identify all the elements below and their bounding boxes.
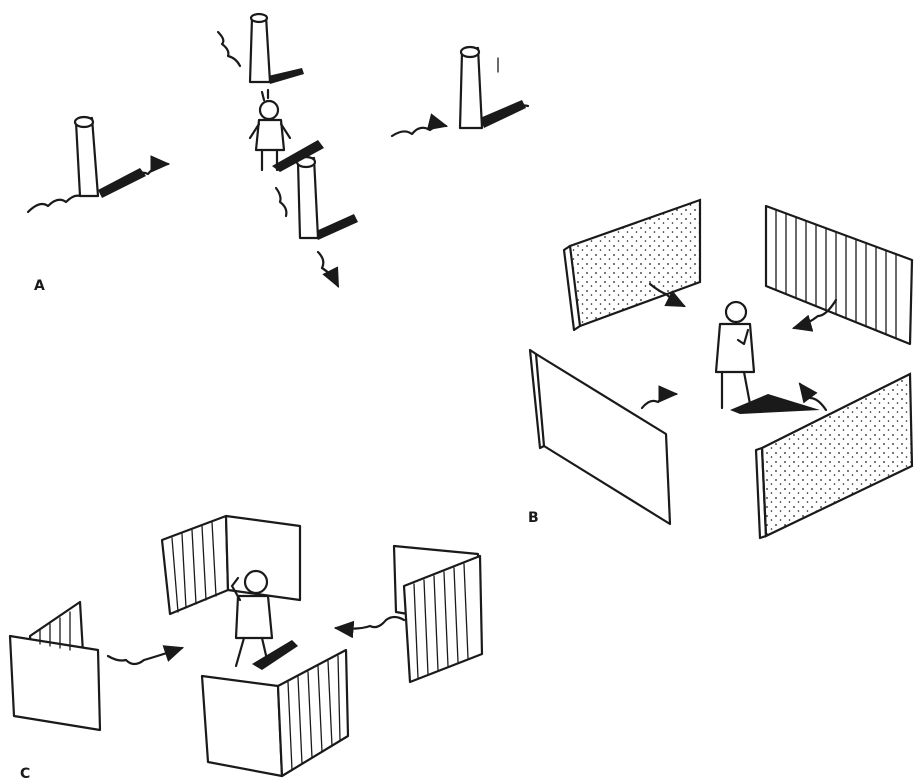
wall-stippled-northwest [564,200,700,330]
screen-corner-east [336,546,482,682]
column-west [28,117,168,212]
column-south [276,157,358,286]
column-east [392,47,528,136]
panel-label-a: A [34,278,45,294]
panel-a-drawing [28,14,528,286]
panel-label-c: C [20,766,30,782]
person-figure-b [716,302,820,414]
panel-b-drawing [530,200,912,538]
screen-corner-north [162,516,300,614]
column-north [218,14,304,84]
panel-label-b: B [528,510,539,526]
screen-corner-west [10,602,182,730]
screen-corner-south [202,650,348,776]
panel-c-drawing [10,516,482,776]
wall-striped-northeast [766,206,912,344]
wall-plain-southwest [530,350,676,524]
